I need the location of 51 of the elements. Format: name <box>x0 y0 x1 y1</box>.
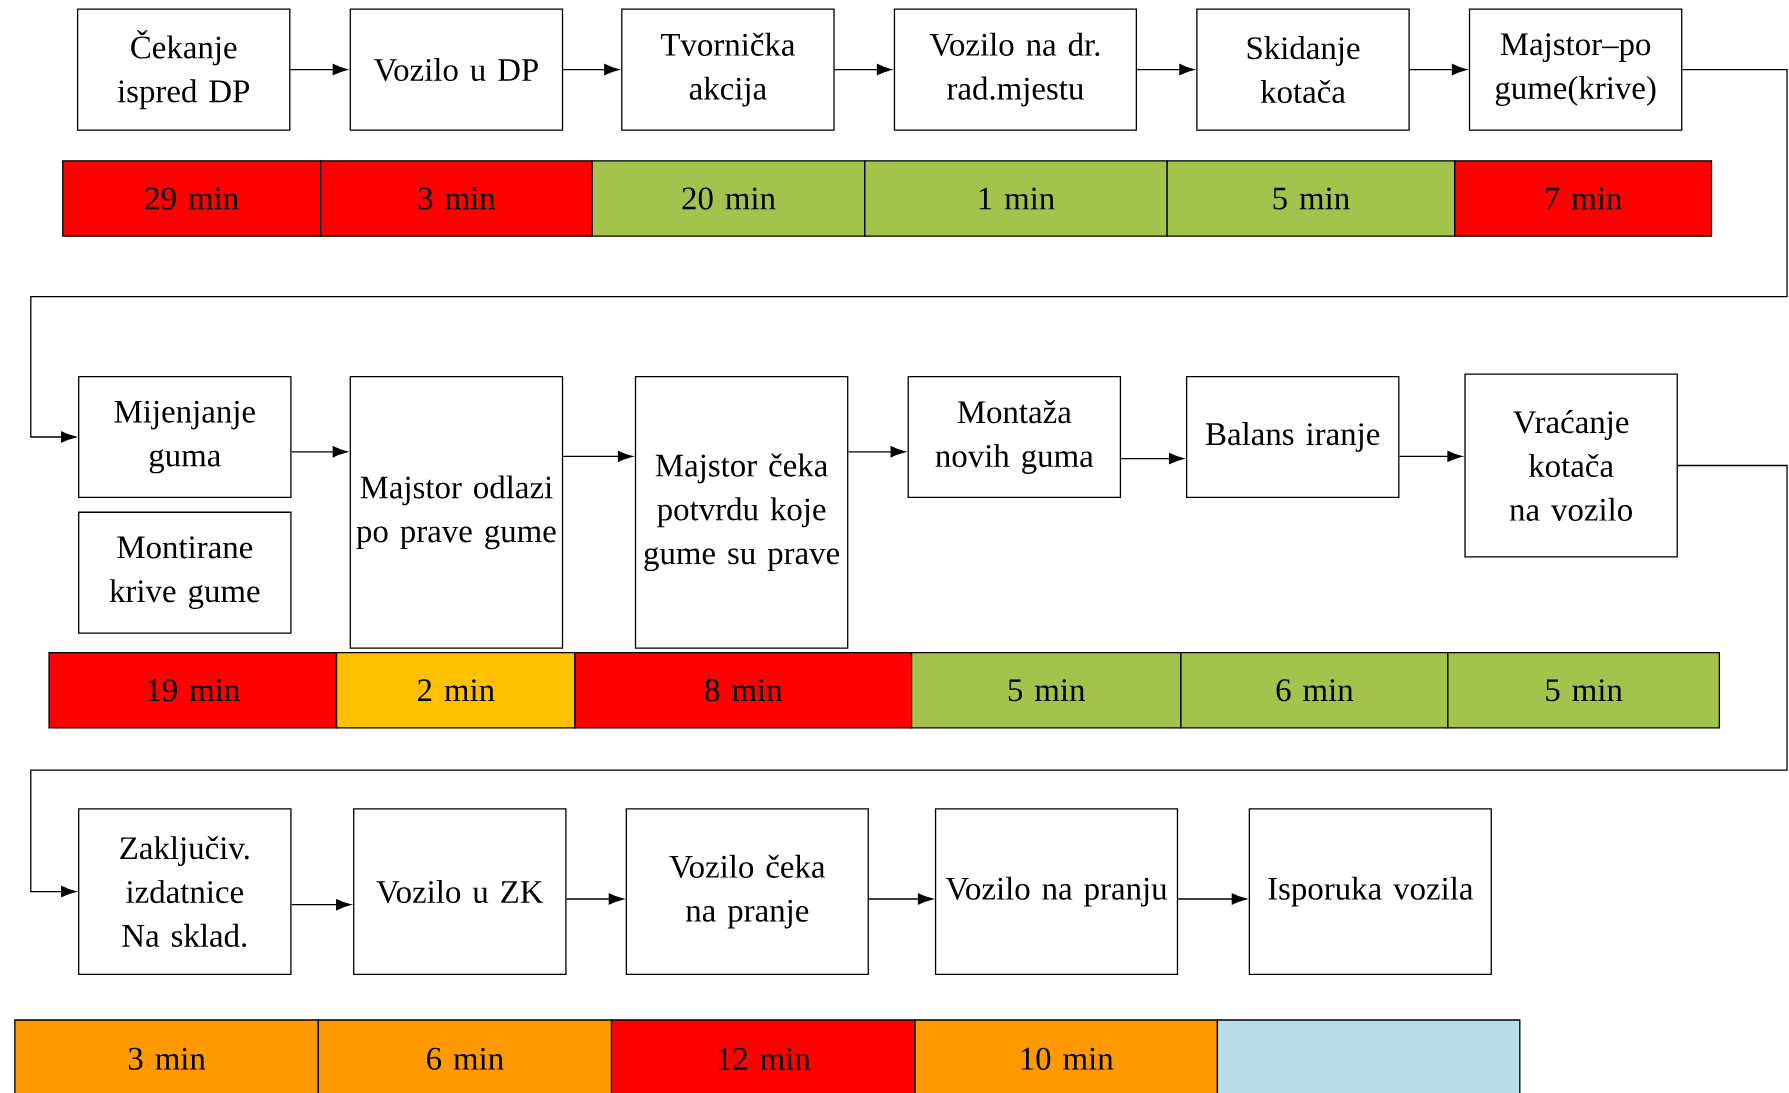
process-box: Montirane krive gume <box>78 511 292 634</box>
process-box: Vraćanje kotača na vozilo <box>1464 373 1678 558</box>
process-box: Majstor čeka potvrdu koje gume su prave <box>634 375 849 649</box>
arrow <box>1409 64 1467 76</box>
process-box: Majstor–po gume(krive) <box>1468 8 1683 131</box>
process-box: Isporuka vozila <box>1248 808 1492 975</box>
process-box: Balans iranje <box>1185 375 1400 499</box>
process-box: Zaključiv. izdatnice Na sklad. <box>78 808 292 975</box>
arrow <box>834 64 892 76</box>
arrow <box>1398 450 1463 462</box>
process-box: Mijenjanje guma <box>78 375 292 499</box>
arrow <box>868 893 933 905</box>
time-bar: 5 min <box>1166 160 1456 237</box>
time-bar: 19 min <box>48 651 338 729</box>
time-bar: 7 min <box>1454 160 1713 237</box>
time-bar: 1 min <box>864 160 1168 237</box>
arrow <box>847 446 906 458</box>
process-box: Vozilo čeka na pranje <box>625 808 869 975</box>
time-bar: 2 min <box>335 651 576 729</box>
time-bar: 3 min <box>14 1019 319 1093</box>
arrow <box>30 68 1788 443</box>
time-bar: 5 min <box>910 651 1182 729</box>
process-box: Vozilo na dr. rad.mjestu <box>893 8 1137 131</box>
time-bar <box>1216 1019 1521 1093</box>
time-bar: 10 min <box>914 1019 1219 1093</box>
arrow <box>290 446 348 458</box>
arrow <box>1177 893 1247 905</box>
arrow <box>290 899 351 911</box>
arrow <box>562 64 619 76</box>
process-box: Majstor odlazi po prave gume <box>349 375 564 649</box>
process-box: Vozilo u DP <box>349 8 564 131</box>
process-box: Tvornička akcija <box>621 8 835 131</box>
time-bar: 29 min <box>62 160 322 237</box>
arrow <box>1120 453 1184 465</box>
process-box: Čekanje ispred DP <box>76 8 291 131</box>
time-bar: 20 min <box>591 160 866 237</box>
process-box: Vozilo u ZK <box>353 808 567 975</box>
process-box: Vozilo na pranju <box>934 808 1179 975</box>
process-box: Skidanje kotača <box>1196 8 1410 131</box>
arrow <box>30 464 1788 898</box>
time-bar: 8 min <box>574 651 913 729</box>
arrow <box>565 893 624 905</box>
time-bar: 3 min <box>320 160 593 237</box>
time-bar: 6 min <box>317 1019 613 1093</box>
arrow <box>562 450 633 462</box>
arrow <box>1136 64 1195 76</box>
time-bar: 12 min <box>610 1019 916 1093</box>
time-bar: 5 min <box>1447 651 1720 729</box>
process-box: Montaža novih guma <box>907 375 1122 499</box>
arrow <box>289 64 348 76</box>
time-bar: 6 min <box>1180 651 1449 729</box>
